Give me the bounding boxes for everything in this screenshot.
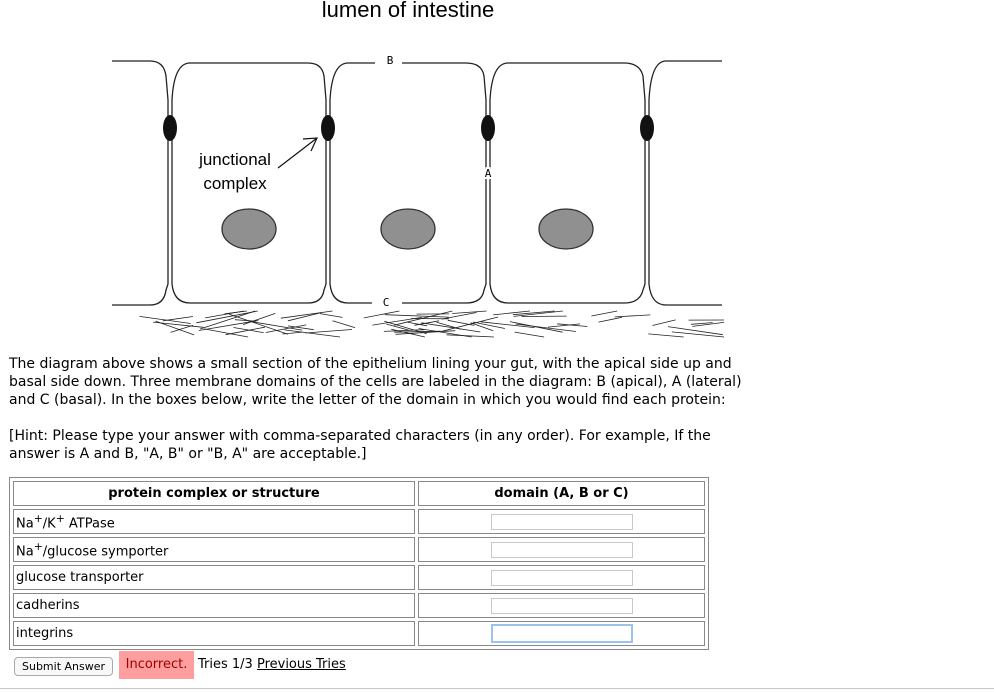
row-label-cadherins: cadherins <box>13 593 415 618</box>
junctional-label-line1: junctional <box>198 150 271 169</box>
fiber-line <box>251 321 303 331</box>
table-row: integrins <box>13 621 705 646</box>
fiber-line <box>441 312 477 320</box>
fiber-line <box>513 310 563 317</box>
fiber-line <box>667 326 723 336</box>
fiber-line <box>228 313 289 335</box>
fiber-line <box>509 321 563 333</box>
fiber-line <box>441 316 499 332</box>
column-header-domain: domain (A, B or C) <box>418 481 705 506</box>
fiber-line <box>319 313 343 318</box>
fiber-line <box>614 314 651 318</box>
submit-answer-button[interactable]: Submit Answer <box>14 657 114 676</box>
fiber-line <box>139 316 191 324</box>
fiber-line <box>224 310 247 315</box>
tries-count: Tries 1/3 <box>198 657 253 672</box>
table-row: Na+/K+ ATPase <box>13 509 705 534</box>
answer-input-na-k-atpase[interactable] <box>490 513 633 530</box>
fiber-line <box>233 327 264 333</box>
fiber-line <box>199 310 256 330</box>
arrow-icon <box>277 137 318 169</box>
hint-paragraph: [Hint: Please type your answer with comm… <box>9 428 711 462</box>
fiber-line <box>282 331 303 335</box>
fiber-line <box>162 316 193 322</box>
row-label-na-glucose-symporter: Na+/glucose symporter <box>13 537 415 562</box>
table-row: cadherins <box>13 593 705 618</box>
fiber-line <box>591 310 618 317</box>
label-c: C <box>383 296 390 309</box>
fiber-line <box>394 310 453 326</box>
junctional-label-line2: complex <box>203 174 267 193</box>
tries-info: Tries 1/3 Previous Tries <box>198 657 346 672</box>
fiber-line <box>395 330 456 335</box>
fiber-line <box>363 310 400 319</box>
fiber-line <box>225 326 265 336</box>
fiber-line <box>446 334 494 338</box>
fiber-line <box>421 322 481 333</box>
apical-membrane <box>112 60 722 101</box>
answer-input-cadherins[interactable] <box>490 597 633 614</box>
status-badge: Incorrect. <box>119 651 194 679</box>
fiber-line <box>493 310 530 316</box>
fiber-line <box>284 329 341 338</box>
fiber-line <box>598 316 622 323</box>
fiber-line <box>547 323 580 328</box>
label-a: A <box>485 167 492 180</box>
fiber-line <box>196 310 258 324</box>
fiber-line <box>384 314 449 318</box>
epithelium-diagram: lumen of intestine junctional <box>112 0 725 338</box>
nuclei <box>221 208 594 250</box>
row-label-na-k-atpase: Na+/K+ ATPase <box>13 509 415 534</box>
fiber-line <box>557 323 588 327</box>
fiber-line <box>406 321 428 327</box>
fiber-line <box>447 319 475 326</box>
fiber-line <box>470 322 494 332</box>
answer-input-integrins[interactable] <box>490 624 633 643</box>
fiber-line <box>287 325 314 331</box>
label-b: B <box>387 54 394 67</box>
fiber-line <box>265 324 307 333</box>
divider <box>0 688 994 689</box>
column-header-structure: protein complex or structure <box>13 481 415 506</box>
fiber-line <box>472 321 505 329</box>
fiber-line <box>648 333 684 338</box>
previous-tries-link[interactable]: Previous Tries <box>256 657 346 672</box>
fiber-line <box>514 331 545 338</box>
answer-input-na-glucose-symporter[interactable] <box>490 541 633 558</box>
answer-table: protein complex or structure domain (A, … <box>9 477 709 650</box>
fiber-line <box>332 320 356 328</box>
fiber-line <box>671 331 725 338</box>
junctional-complex-markers <box>163 115 654 141</box>
fiber-line <box>198 320 259 331</box>
table-row: glucose transporter <box>13 565 705 590</box>
fiber-line <box>242 313 276 325</box>
fiber-line <box>170 324 194 333</box>
fiber-line <box>383 329 425 332</box>
row-label-integrins: integrins <box>13 621 415 646</box>
fiber-line <box>691 322 713 325</box>
fiber-line <box>692 322 725 327</box>
fiber-line <box>287 312 322 322</box>
fiber-line <box>480 321 535 328</box>
fiber-line <box>512 310 555 316</box>
basement-membrane-fibers <box>139 310 725 338</box>
row-label-glucose-transporter: glucose transporter <box>13 565 415 590</box>
question-paragraph: The diagram above shows a small section … <box>9 356 742 408</box>
basal-membrane <box>112 283 722 306</box>
diagram-title: lumen of intestine <box>322 0 494 22</box>
fiber-line <box>305 329 353 334</box>
fiber-line <box>515 323 576 332</box>
fiber-line <box>652 319 676 326</box>
fiber-line <box>204 328 249 338</box>
fiber-line <box>280 310 333 319</box>
fiber-line <box>384 320 427 335</box>
fiber-line <box>386 323 410 331</box>
fiber-line <box>155 320 195 336</box>
fiber-line <box>452 310 487 314</box>
answer-input-glucose-transporter[interactable] <box>490 569 633 586</box>
table-row: Na+/glucose symporter <box>13 537 705 562</box>
